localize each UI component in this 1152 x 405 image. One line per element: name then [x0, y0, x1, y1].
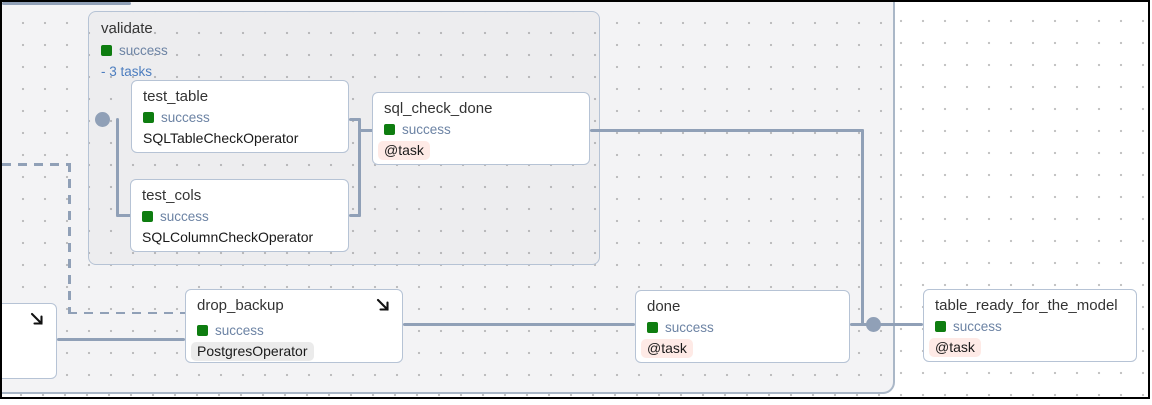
task-node-done[interactable]: done success @task: [635, 290, 850, 363]
task-status: success: [197, 323, 391, 338]
edge-test_table-out: [349, 117, 361, 121]
task-status: success: [384, 122, 578, 137]
task-title: table_ready_for_the_model: [935, 297, 1118, 314]
edge-into-sql_check_done: [358, 129, 374, 132]
edge-into-test_cols: [116, 214, 132, 217]
success-status-icon: [384, 124, 395, 135]
task-status: success: [143, 110, 337, 125]
task-node-table_ready_for_the_model[interactable]: table_ready_for_the_model success @task: [923, 289, 1137, 362]
edge-junction-dot-left: [95, 111, 110, 127]
task-status: success: [647, 320, 838, 335]
task-node-sql_check_done[interactable]: sql_check_done success @task: [372, 92, 590, 165]
success-status-icon: [647, 322, 658, 333]
operator-badge: @task: [378, 141, 430, 160]
edge-dashed-horizontal-top: [2, 163, 70, 166]
expand-arrow-icon[interactable]: [375, 297, 391, 318]
task-title: sql_check_done: [384, 100, 493, 117]
success-status-icon: [935, 321, 946, 332]
task-title: drop_backup: [197, 297, 284, 314]
task-title: test_cols: [142, 187, 202, 204]
edge-left-node-to-drop_backup: [57, 338, 185, 341]
success-status-icon: [197, 325, 208, 336]
edge-branch-vertical-left: [116, 117, 119, 217]
success-status-icon: [142, 211, 153, 222]
operator-badge: SQLTableCheckOperator: [143, 130, 299, 146]
task-status: success: [935, 319, 1125, 334]
edge-upstream-to-test_table: [2, 2, 131, 5]
success-status-icon: [143, 112, 154, 123]
task-node-drop_backup[interactable]: drop_backup success PostgresOperator: [185, 289, 403, 363]
edge-dashed-into-drop_backup: [68, 311, 185, 314]
edge-junction-dot-right: [866, 317, 881, 332]
task-node-test_cols[interactable]: test_cols success SQLColumnCheckOperator: [130, 179, 349, 252]
edge-down-to-junction: [861, 129, 864, 325]
operator-badge: @task: [641, 339, 693, 358]
task-status: success: [142, 209, 337, 224]
task-node-partial-left[interactable]: [2, 303, 57, 379]
group-title: validate: [101, 20, 153, 37]
expand-arrow-icon[interactable]: [29, 311, 45, 332]
group-status: success: [101, 43, 587, 58]
edge-merge-vertical: [358, 117, 361, 217]
operator-badge: @task: [929, 338, 981, 357]
task-title: done: [647, 298, 681, 315]
edge-done-to-table_ready: [850, 323, 923, 326]
edge-drop_backup-to-done: [403, 323, 635, 326]
operator-badge: PostgresOperator: [191, 342, 314, 361]
task-title: test_table: [143, 88, 209, 105]
task-node-test_table[interactable]: test_table success SQLTableCheckOperator: [131, 80, 349, 153]
edge-sql_check_done-out: [590, 129, 864, 132]
edge-test_cols-out: [349, 214, 361, 217]
success-status-icon: [101, 45, 112, 56]
group-collapse-toggle[interactable]: - 3 tasks: [101, 64, 153, 79]
operator-badge: SQLColumnCheckOperator: [142, 229, 314, 245]
edge-dashed-vertical: [68, 163, 71, 313]
